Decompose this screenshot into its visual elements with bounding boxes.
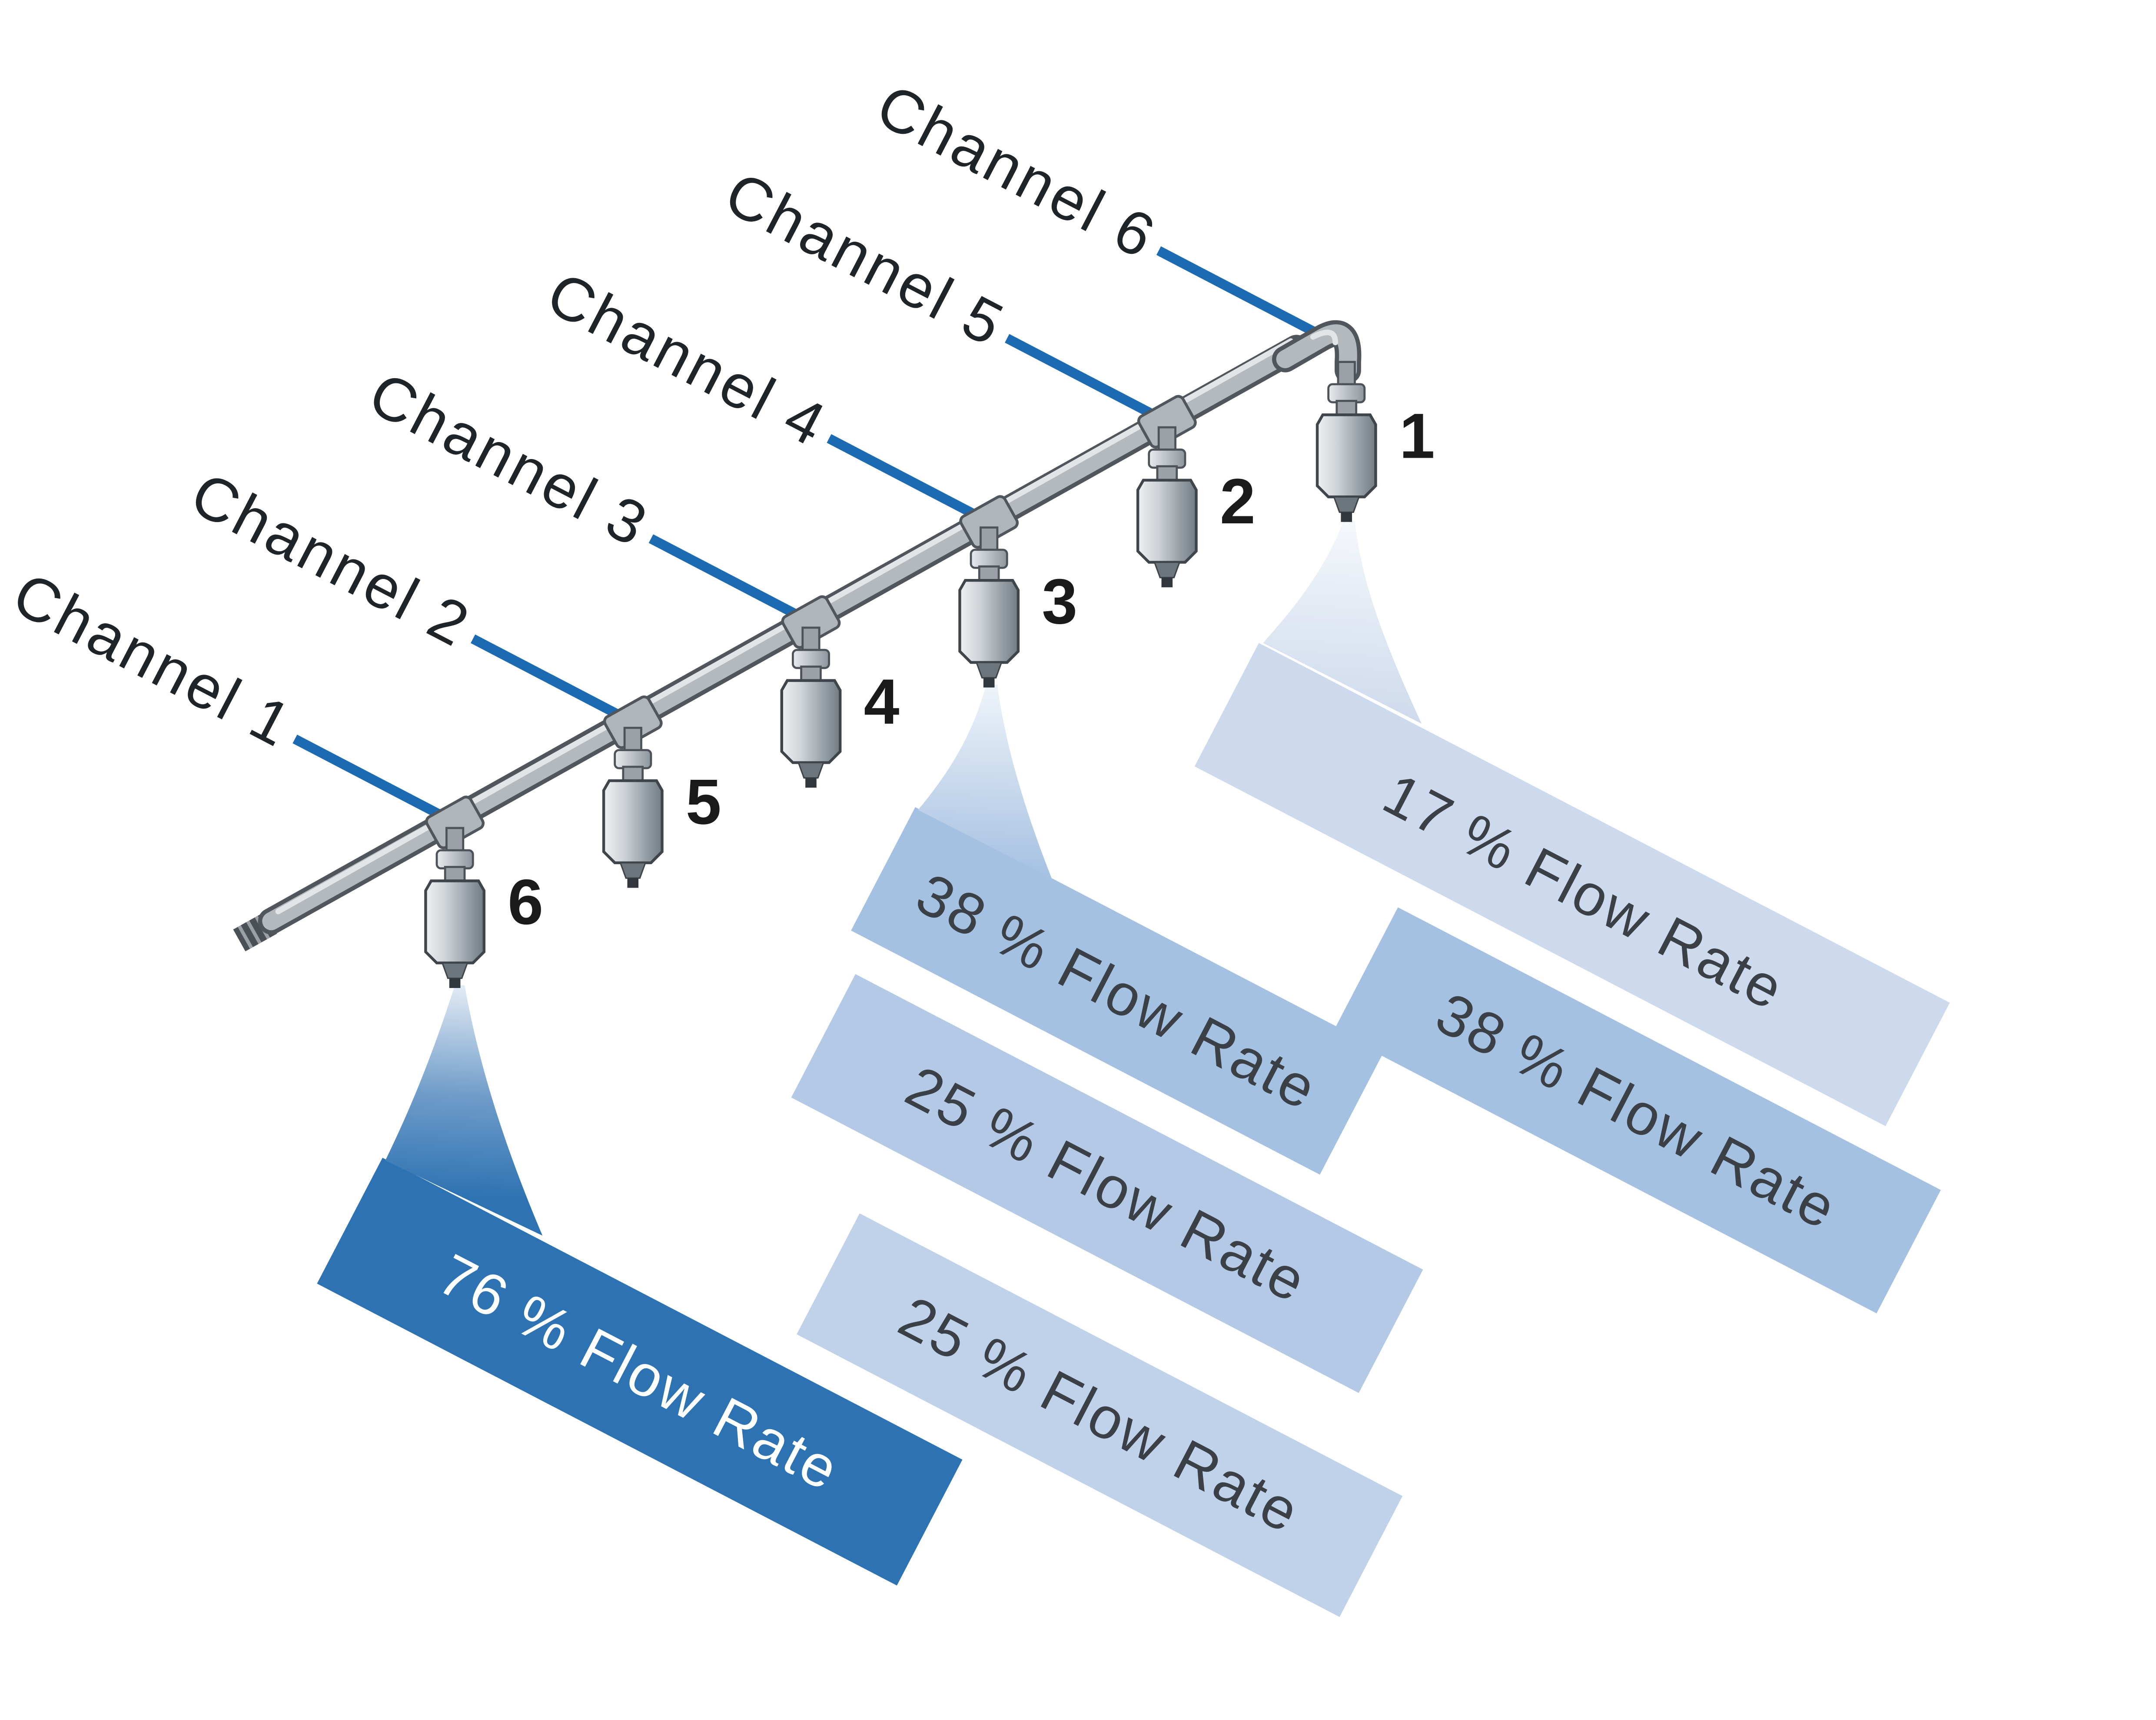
flow-ribbon-17-band: [1194, 643, 1950, 1126]
nozzle-4: 4: [780, 626, 900, 788]
elbow-fitting: [1272, 320, 1362, 384]
channel-5-label: Channel 5: [714, 159, 1016, 359]
nozzle-6-number: 6: [508, 867, 543, 938]
nozzle-5-number: 5: [686, 766, 721, 838]
channel-4-label: Channel 4: [537, 259, 838, 459]
nozzle-2: 2: [1136, 426, 1256, 588]
flow-ribbon-38-right-band: [1333, 907, 1941, 1314]
flow-ribbon-76-band: [317, 1158, 963, 1586]
channel-6-line: [1156, 246, 1321, 339]
flow-ribbon-25-lower-band: [797, 1213, 1403, 1617]
channel-4-line: [827, 434, 991, 526]
flow-ribbon-38-left-band: [851, 807, 1384, 1175]
flow-funnel-nozzle-6: [385, 985, 543, 1236]
nozzle-6: 6: [424, 827, 543, 988]
flow-funnel-nozzle-3: [918, 685, 1052, 878]
channel-1-label: Channel 1: [3, 559, 304, 760]
manifold-pipe: [233, 320, 1362, 951]
flow-funnel-nozzle-1: [1263, 520, 1422, 724]
nozzle-2-number: 2: [1220, 466, 1256, 537]
nozzle-1: 1: [1316, 361, 1435, 522]
nozzle-4-number: 4: [864, 666, 900, 738]
channel-2-label: Channel 2: [180, 459, 482, 660]
channel-2-line: [471, 634, 635, 727]
channel-3-label: Channel 3: [359, 359, 660, 560]
channel-1-line: [292, 735, 457, 827]
channel-leader-lines: [292, 246, 1321, 827]
nozzle-1-number: 1: [1399, 401, 1435, 472]
nozzle-3: 3: [958, 526, 1077, 688]
channel-5-line: [1005, 334, 1169, 426]
channel-3-line: [648, 534, 814, 627]
flow-ribbon-25-upper-band: [791, 974, 1423, 1393]
channel-6-label: Channel 6: [866, 71, 1167, 272]
nozzle-3-number: 3: [1042, 566, 1077, 637]
nozzle-5: 5: [602, 727, 721, 888]
